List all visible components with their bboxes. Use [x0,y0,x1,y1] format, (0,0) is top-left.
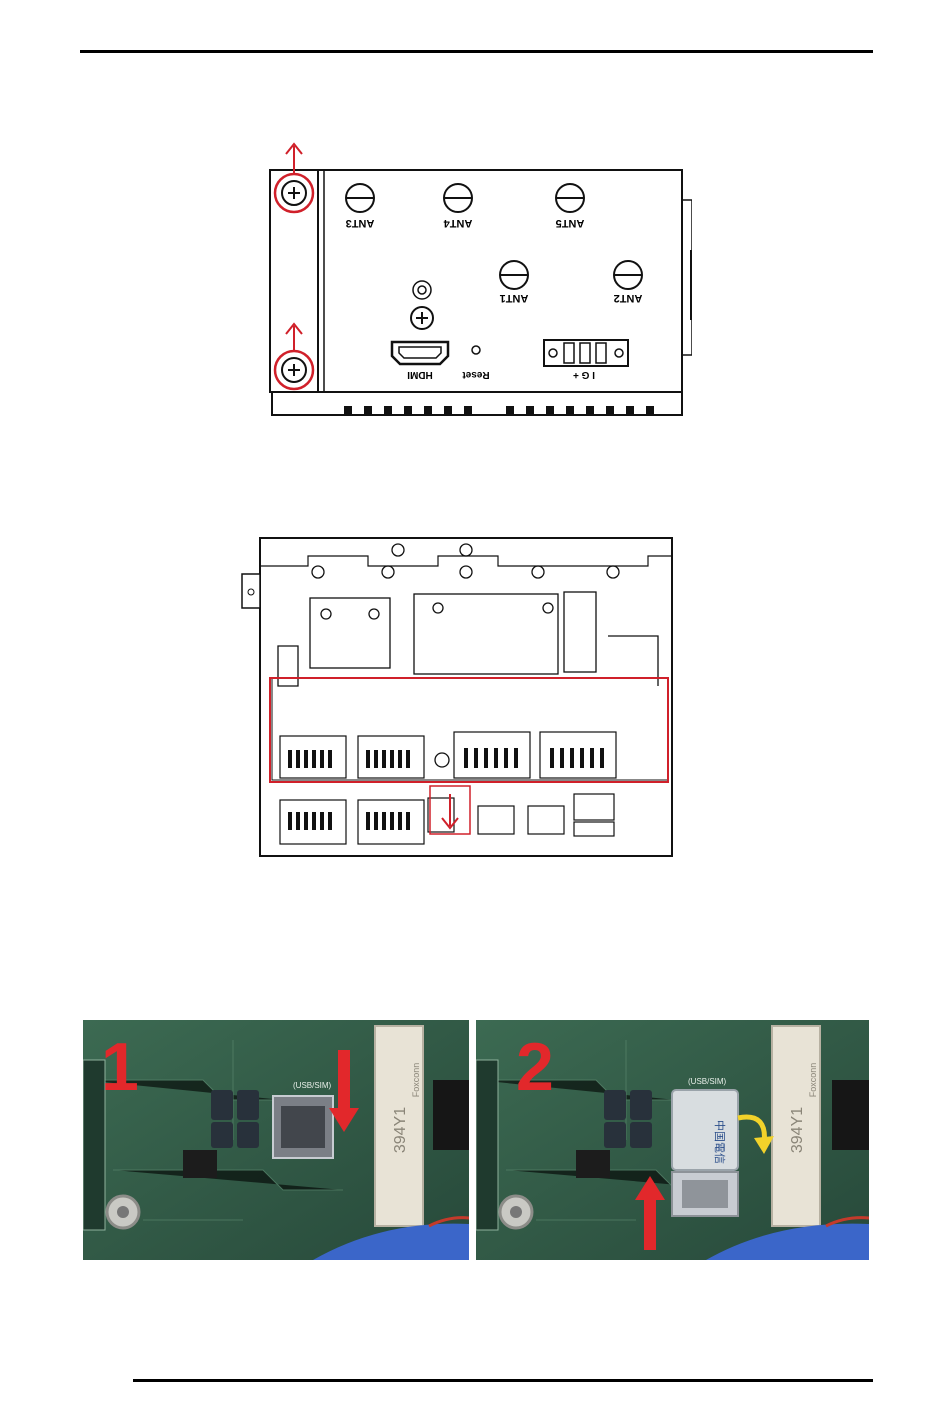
ant5-label: ANT5 [556,217,585,229]
photo2-slot-label: (USB/SIM) [688,1077,727,1086]
footer-rule [133,1379,873,1382]
photo2-connector-label: 394Y1 [789,1107,806,1153]
photo1-connector-label: 394Y1 [392,1107,409,1153]
power-label: I G + [573,369,595,380]
ant1-label: ANT1 [500,292,529,304]
rear-panel-figure: ANT3 ANT4 ANT5 ANT1 ANT2 HDMI Reset I G … [262,140,692,425]
photo2-brand: Foxconn [808,1063,818,1098]
ant2-label: ANT2 [614,292,643,304]
header-rule [80,50,873,53]
reset-label: Reset [462,369,490,380]
chassis-top-figure [238,536,678,858]
ant3-label: ANT3 [346,217,375,229]
photo2-sim-text: 中国電信 [713,1120,726,1164]
sim-step1-photo: 394Y1 Foxconn (USB/SIM) 1 [83,1020,469,1260]
hdmi-label: HDMI [407,369,433,380]
photo1-slot-label: (USB/SIM) [293,1081,332,1090]
ant4-label: ANT4 [443,217,473,229]
photo1-step-number: 1 [101,1029,139,1105]
photo2-step-number: 2 [516,1029,554,1105]
sim-step2-photo: 中国電信 394Y1 Foxconn (USB/SIM) 2 [476,1020,869,1260]
photo1-brand: Foxconn [411,1063,421,1098]
